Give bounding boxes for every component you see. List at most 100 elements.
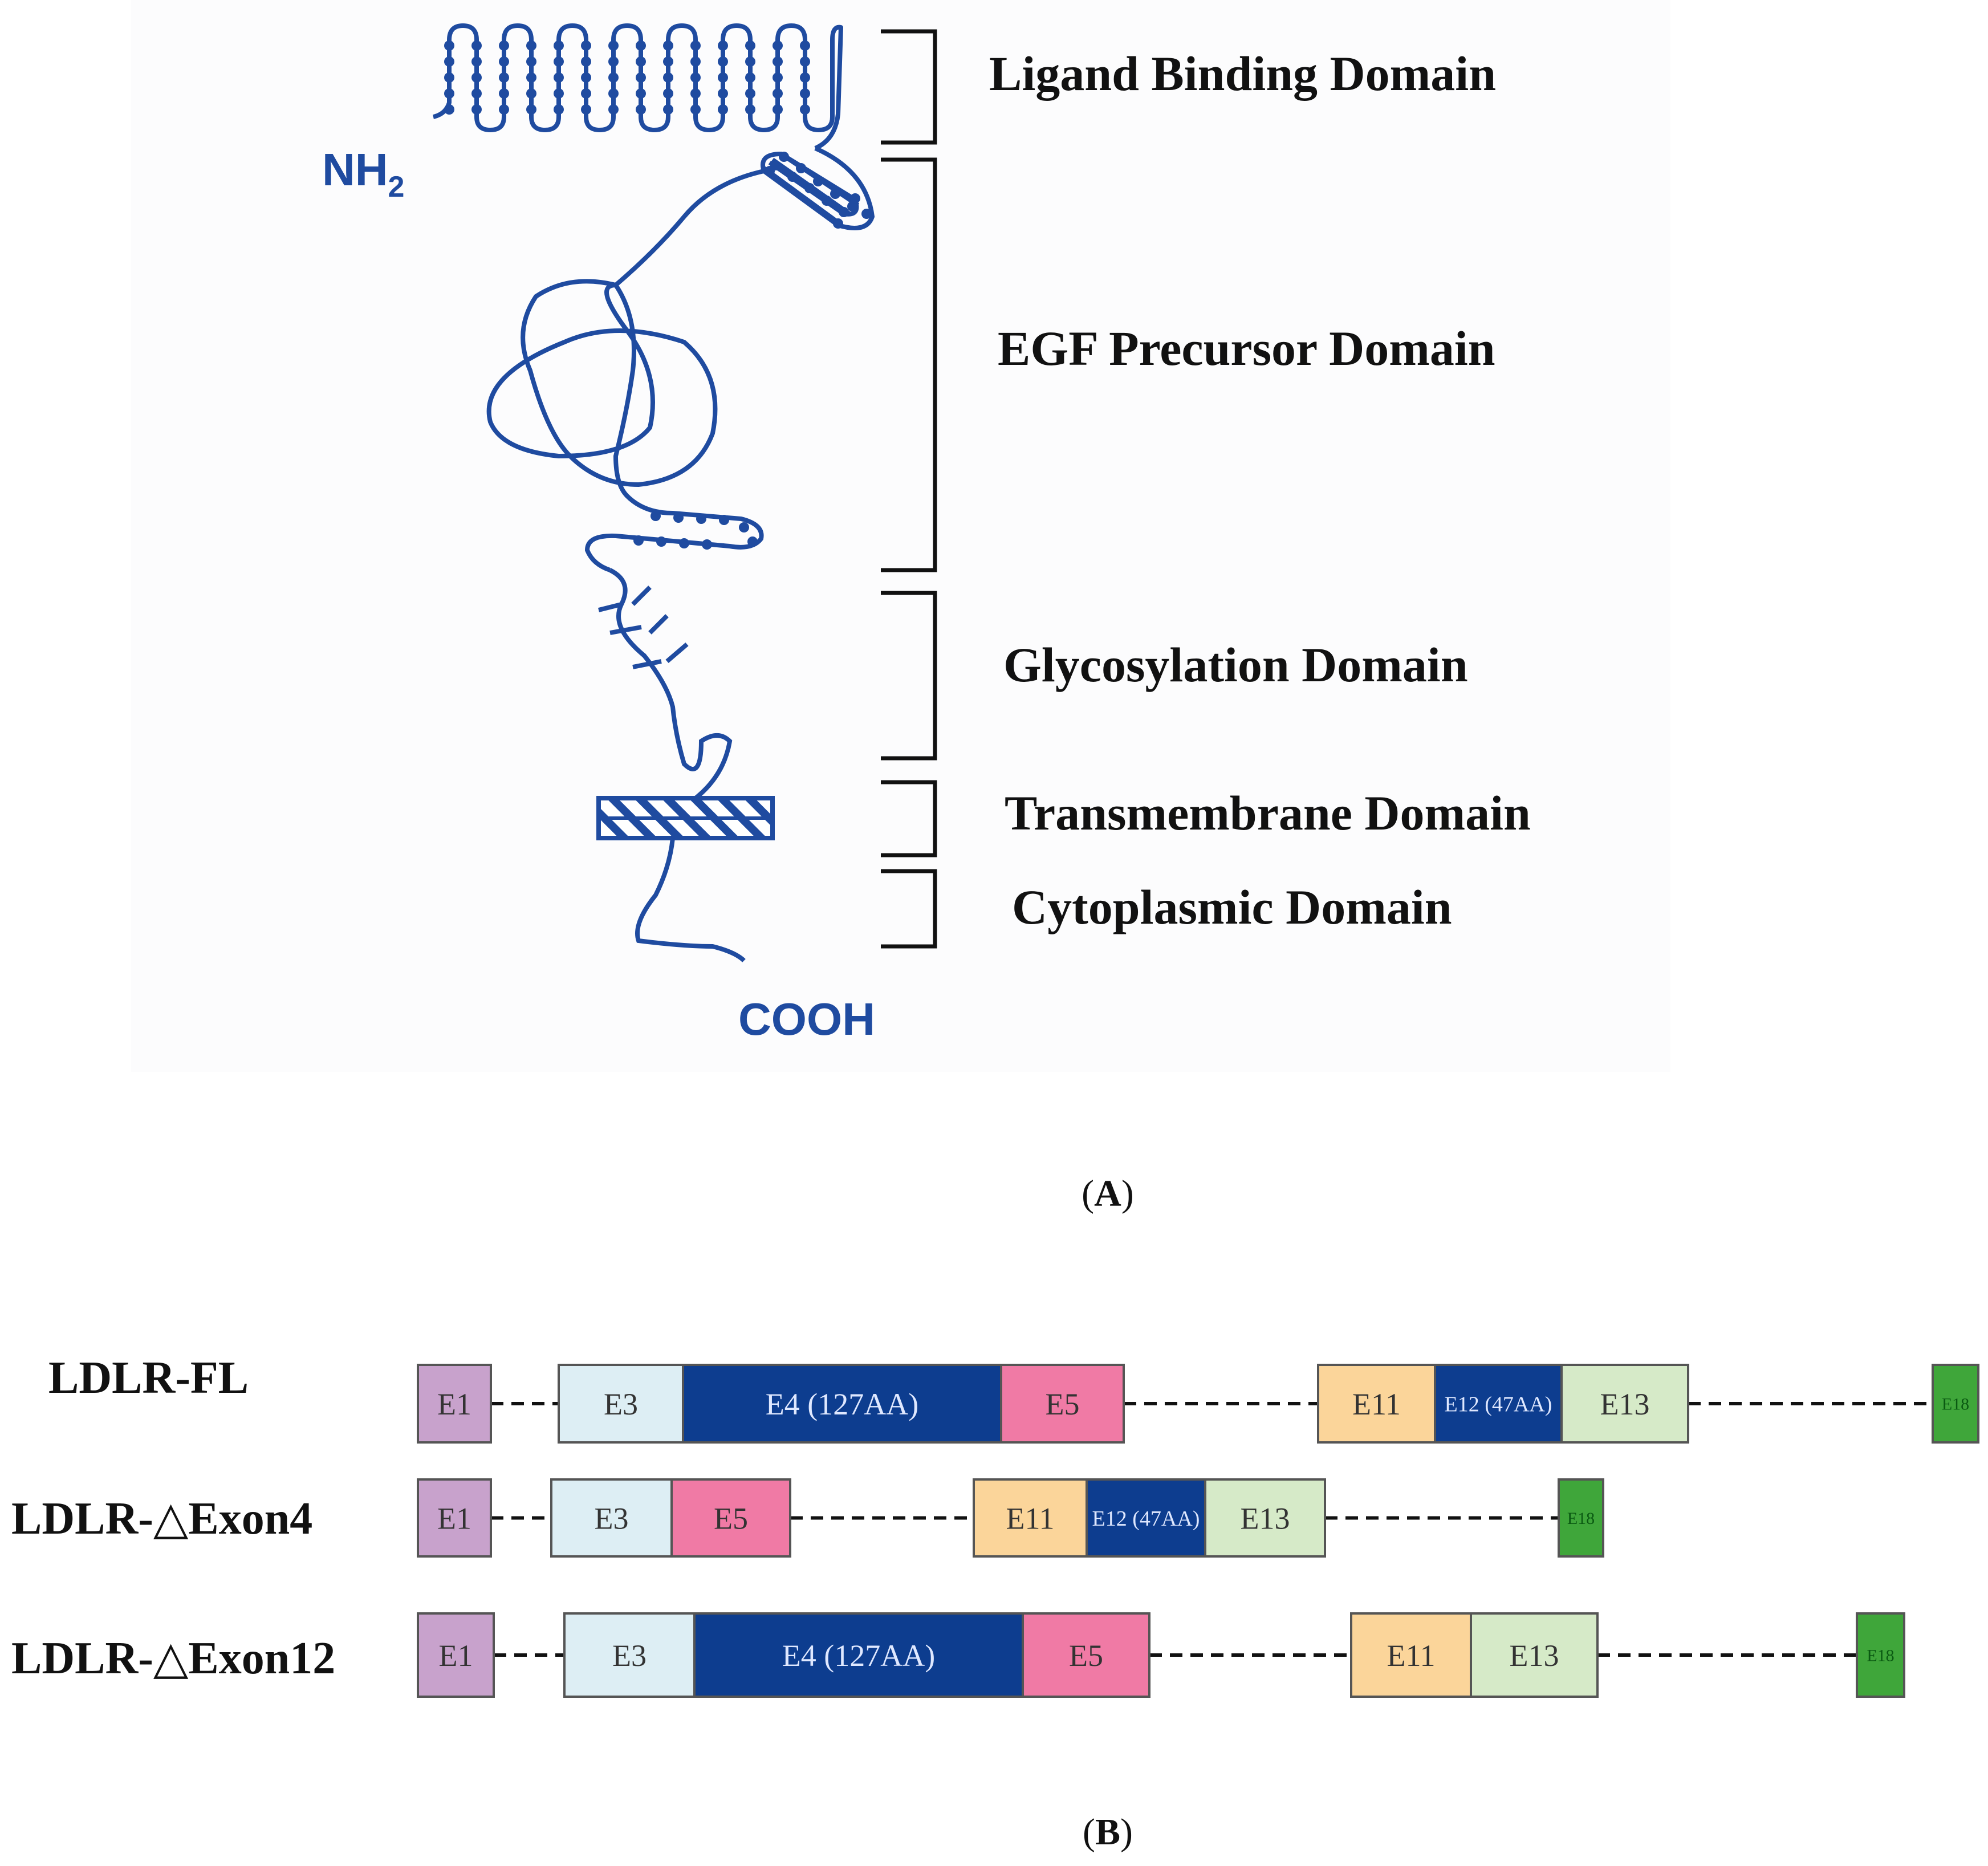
bead: [526, 56, 536, 67]
bead: [800, 56, 810, 67]
glycosylation-bracket: [881, 591, 937, 761]
bead: [773, 40, 783, 51]
bead: [690, 56, 701, 67]
bead: [554, 88, 564, 99]
bead: [673, 513, 684, 523]
bead: [526, 72, 536, 83]
exon-box-e5: [1022, 1612, 1150, 1698]
domain-label-glycosylation: Glycosylation Domain: [1003, 637, 1468, 692]
bead: [718, 88, 728, 99]
domain-label-egf-precursor: EGF Precursor Domain: [998, 321, 1495, 376]
egf-precursor-bracket: [881, 157, 937, 572]
exon-label: E18: [1942, 1395, 1969, 1414]
bead: [747, 536, 758, 547]
exon-box-e1: [417, 1364, 492, 1444]
exon-label: E4 (127AA): [766, 1387, 918, 1421]
ligand-binding-beads: [444, 40, 810, 115]
bead: [499, 88, 509, 99]
bead: [690, 88, 701, 99]
exon-label: E13: [1600, 1387, 1650, 1421]
exon-label: E11: [1387, 1639, 1436, 1673]
bead: [554, 72, 564, 83]
exon-label: E1: [439, 1639, 473, 1673]
panel-a-background: [131, 0, 1670, 1072]
bead: [800, 40, 810, 51]
panel-a-caption: (A): [1082, 1173, 1134, 1214]
bead: [861, 209, 872, 219]
exon-label: E1: [437, 1501, 471, 1535]
bead: [499, 104, 509, 115]
bead: [718, 72, 728, 83]
exon-box-e13: [1560, 1364, 1689, 1444]
bead: [800, 88, 810, 99]
bead: [739, 522, 749, 532]
bead: [636, 56, 646, 67]
exon-label: E12 (47AA): [1092, 1507, 1200, 1531]
bead: [696, 514, 706, 524]
bead: [636, 104, 646, 115]
bead: [444, 88, 454, 99]
bead: [471, 88, 482, 99]
bead: [608, 56, 619, 67]
cytoplasmic-bracket: [881, 869, 937, 949]
bead: [608, 72, 619, 83]
bead: [471, 72, 482, 83]
egf-loops: [486, 169, 765, 572]
construct-label-fl: LDLR-FL: [48, 1353, 249, 1403]
exon-box-e18: [1558, 1478, 1604, 1558]
bead: [581, 88, 591, 99]
bead: [690, 72, 701, 83]
bead: [663, 88, 673, 99]
bead: [779, 152, 789, 162]
bead: [679, 538, 689, 548]
bead: [813, 176, 823, 186]
panel-a: NH2 COOH Ligand Binding Domain EGF Precu…: [131, 0, 1670, 1214]
exon-label: E3: [604, 1387, 638, 1421]
exon-box-e3: [558, 1364, 684, 1444]
bead: [636, 72, 646, 83]
bead: [690, 104, 701, 115]
exon-box-e5: [1000, 1364, 1125, 1444]
domain-label-cytoplasmic: Cytoplasmic Domain: [1012, 880, 1452, 934]
bead: [554, 56, 564, 67]
exon-box-e11: [1350, 1612, 1472, 1698]
construct-label-delta-exon12: LDLR-△Exon12: [11, 1633, 335, 1684]
bead: [581, 104, 591, 115]
exon-label: E13: [1241, 1501, 1290, 1535]
exon-box-e12: [1086, 1478, 1206, 1558]
bead: [804, 183, 815, 193]
bead: [636, 40, 646, 51]
bead: [773, 88, 783, 99]
exon-box-e13: [1204, 1478, 1326, 1558]
bead: [444, 104, 454, 115]
exon-box-e11: [1317, 1364, 1436, 1444]
bead: [608, 88, 619, 99]
bead: [773, 56, 783, 67]
bead: [499, 72, 509, 83]
bead: [745, 72, 755, 83]
exon-label: E13: [1510, 1639, 1559, 1673]
bead: [444, 40, 454, 51]
exon-box-e3: [563, 1612, 696, 1698]
domain-brackets: [881, 29, 937, 949]
bead: [690, 40, 701, 51]
exon-label: E3: [612, 1639, 647, 1673]
exon-box-e4: [693, 1612, 1024, 1698]
exon-label: E5: [1046, 1387, 1080, 1421]
exon-label: E18: [1867, 1647, 1894, 1665]
bead: [719, 515, 729, 525]
bead: [745, 104, 755, 115]
bead: [663, 72, 673, 83]
bead: [800, 72, 810, 83]
exon-label: E5: [714, 1501, 748, 1535]
exon-box-e5: [670, 1478, 791, 1558]
construct-label-delta-exon4: LDLR-△Exon4: [11, 1494, 312, 1544]
bead: [745, 56, 755, 67]
bead: [633, 535, 644, 546]
bead: [800, 104, 810, 115]
exon-box-e4: [682, 1364, 1002, 1444]
bead: [471, 40, 482, 51]
